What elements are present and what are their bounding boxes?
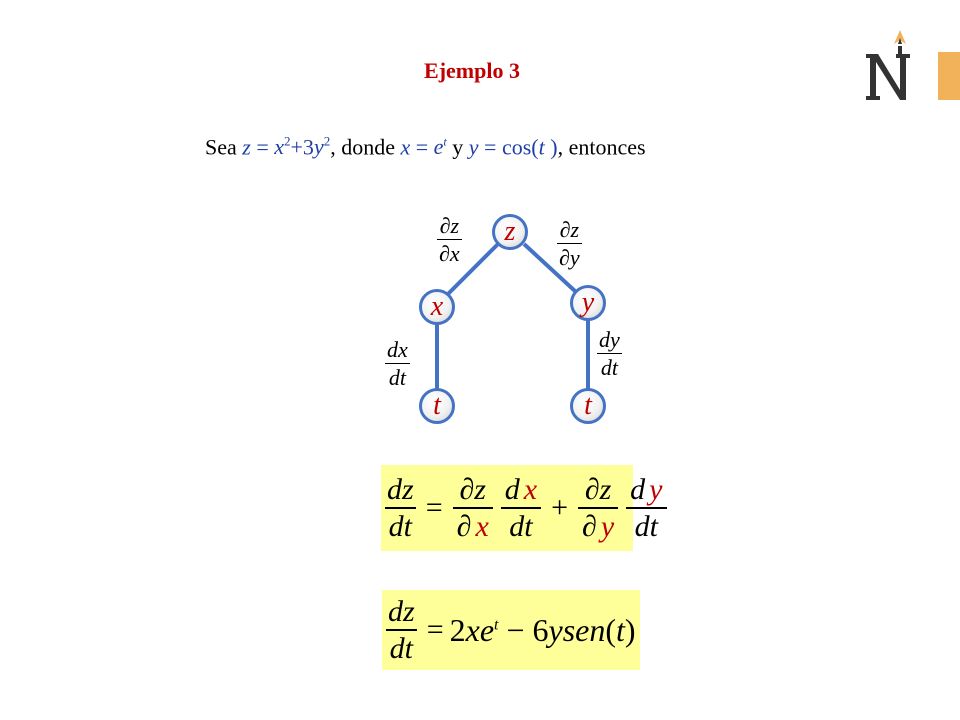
frac-dz-dx: ∂z∂x: [452, 473, 493, 543]
node-t-right: t: [570, 388, 606, 424]
node-t-left: t: [419, 388, 455, 424]
var-x: x: [400, 134, 411, 160]
term-cos-t: cos(t ): [501, 134, 558, 160]
node-x: x: [419, 289, 455, 325]
logo-n-icon: [866, 30, 910, 100]
slide-title: Ejemplo 3: [424, 58, 520, 83]
problem-statement: Sea z = x2+3y2, donde x = et y y = cos(t…: [205, 134, 646, 160]
node-y: y: [570, 285, 606, 321]
term-y-squared: y2: [313, 134, 331, 160]
result-expression: 2xet − 6ysen(t): [449, 611, 636, 648]
term-e-t: et: [433, 134, 447, 160]
term-x-squared: x2: [274, 134, 291, 160]
equals: =: [484, 134, 497, 160]
var-y: y: [468, 134, 479, 160]
text-sea: Sea: [205, 134, 237, 160]
equals: =: [415, 134, 429, 160]
text-y-conj: y: [452, 134, 464, 160]
var-z: z: [242, 134, 251, 160]
equals: =: [426, 613, 444, 646]
label-dz-dy: ∂z∂y: [557, 217, 582, 271]
equals: =: [256, 134, 269, 160]
frac-dz-dy: ∂z∂y: [578, 473, 619, 543]
plus-three: +3: [290, 134, 314, 160]
logo-accent-bar: [938, 52, 960, 100]
text-donde: , donde: [330, 134, 395, 160]
node-z: z: [492, 214, 528, 250]
text-entonces: , entonces: [557, 134, 646, 160]
plus: +: [551, 491, 569, 524]
equals: =: [425, 491, 443, 524]
label-dz-dx: ∂z∂x: [437, 213, 462, 267]
